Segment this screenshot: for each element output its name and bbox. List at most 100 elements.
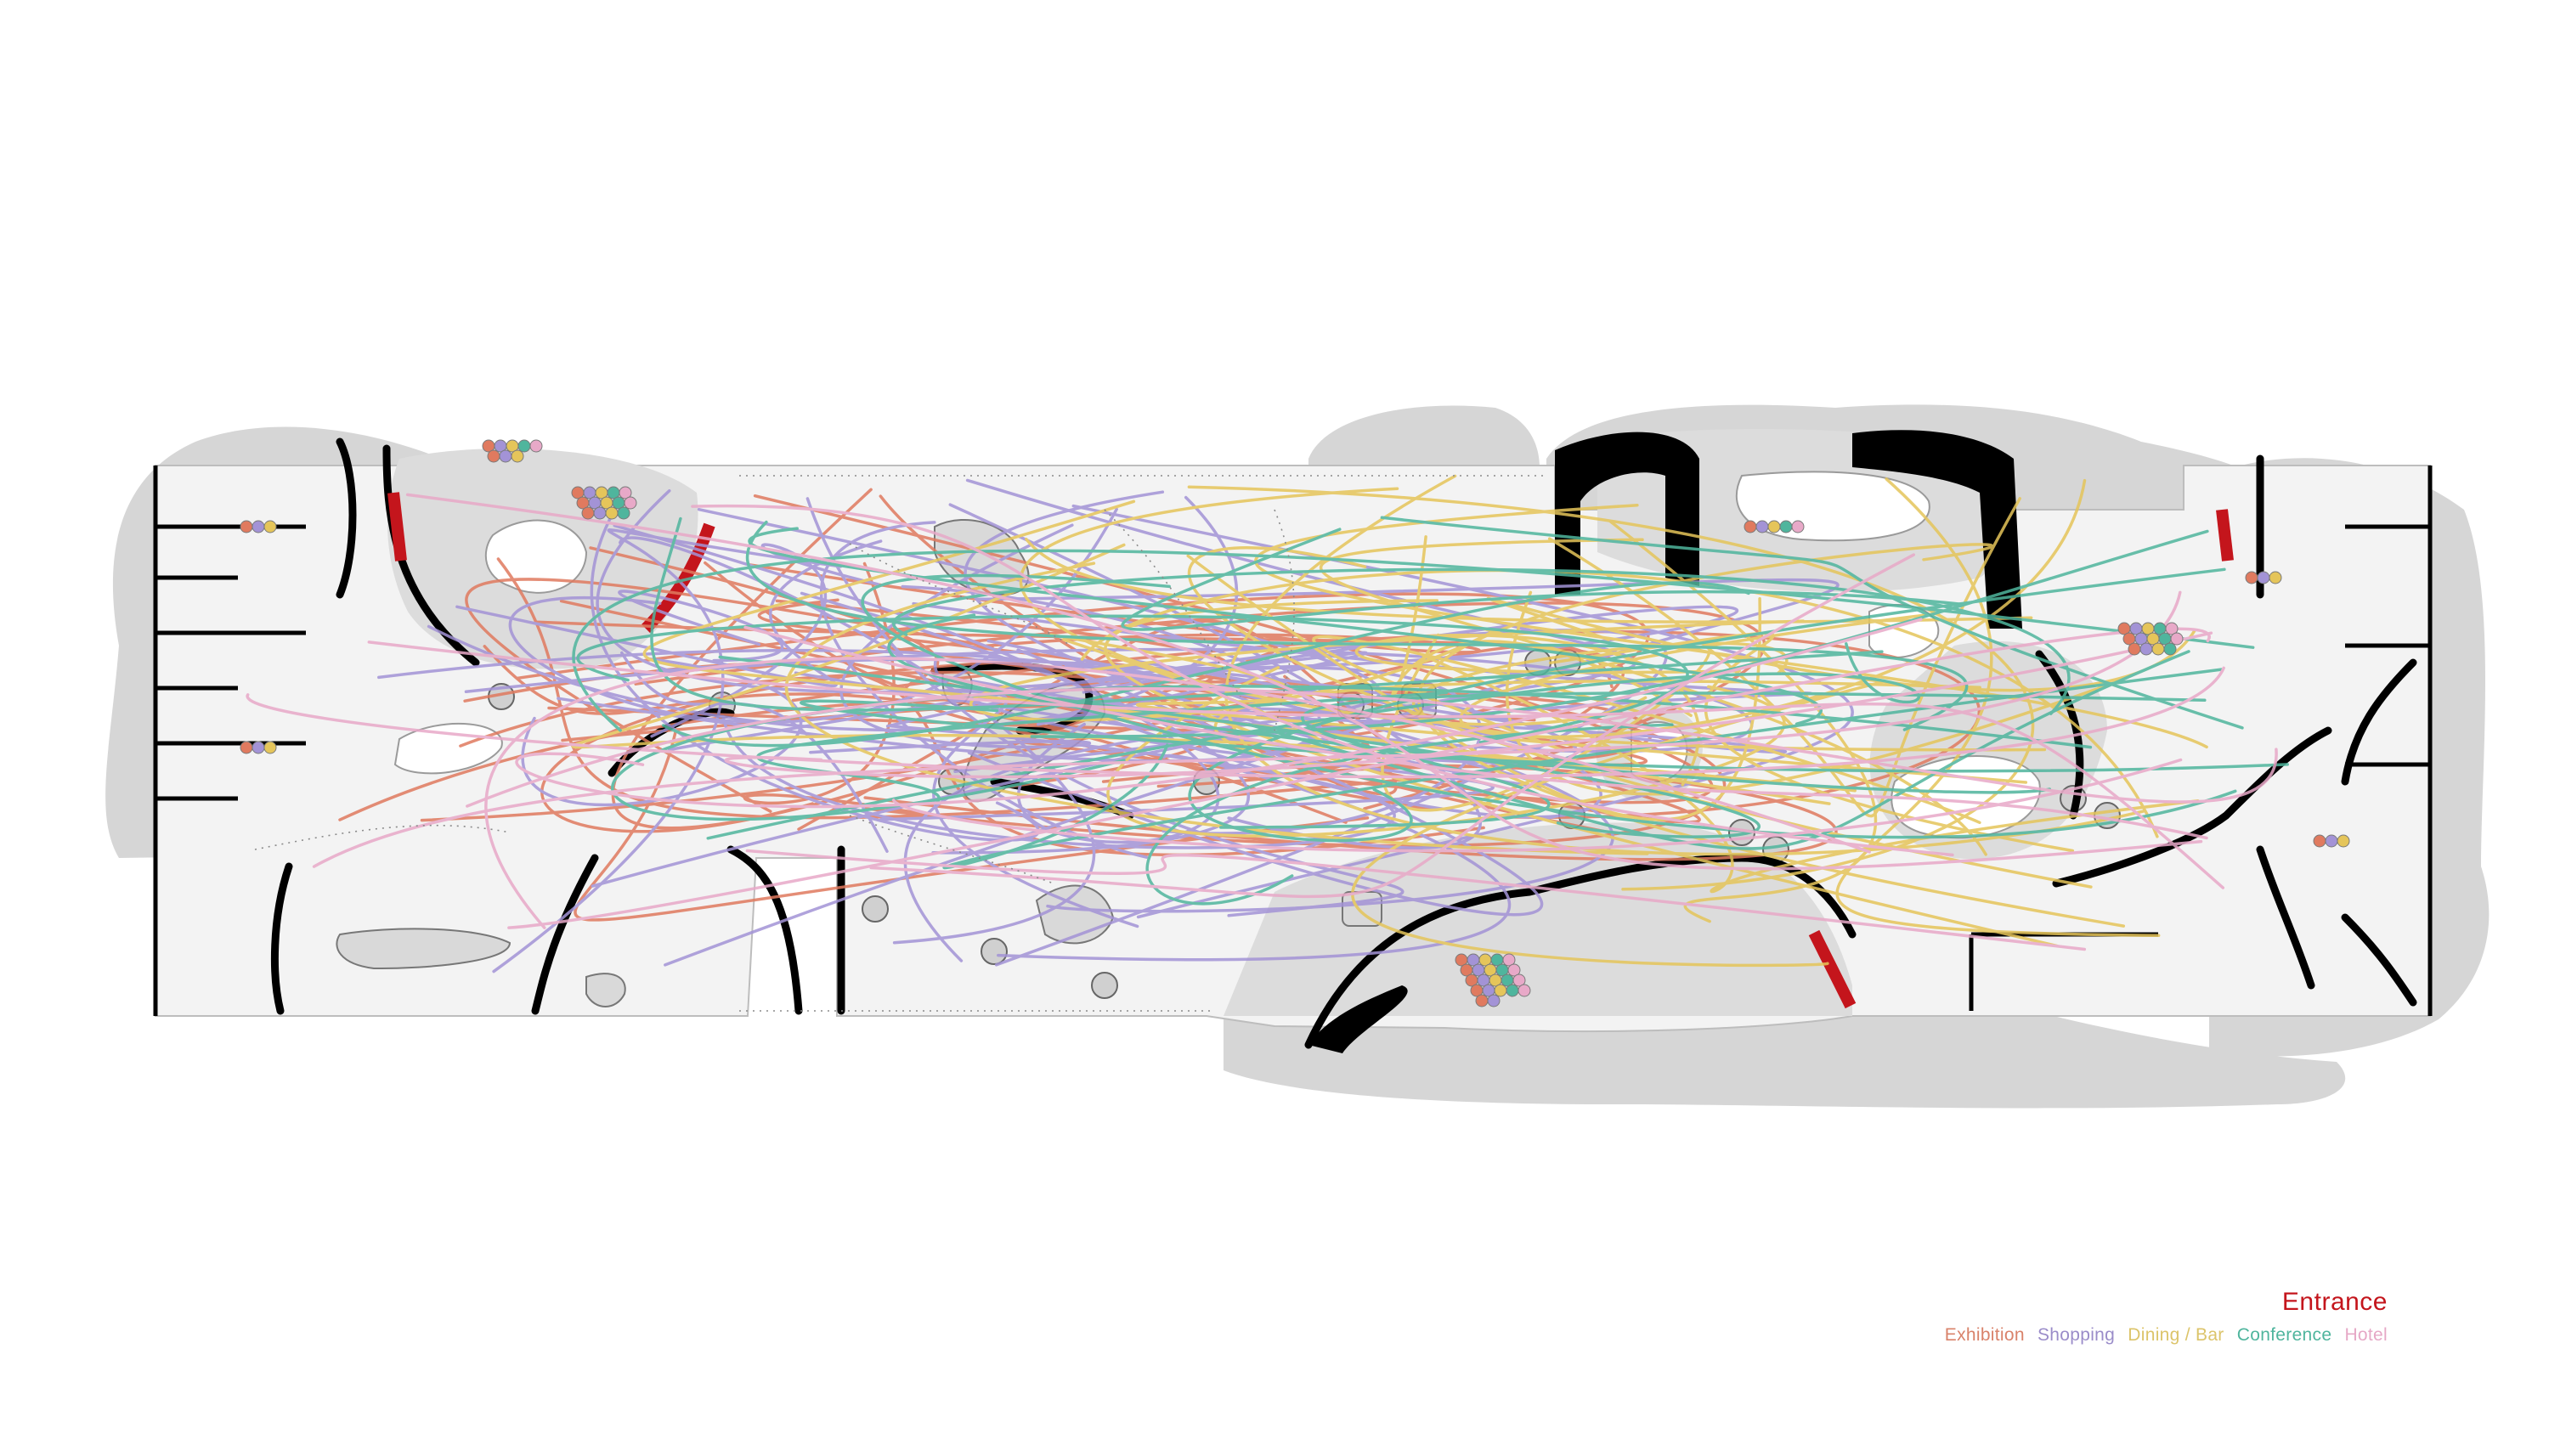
agent-sphere [263, 741, 277, 754]
flow-path-shopping [455, 539, 883, 688]
flow-path-hotel [405, 493, 2203, 871]
column [862, 895, 889, 923]
flow-path-shopping [508, 507, 1118, 724]
flow-path-hotel [312, 590, 2182, 868]
column [981, 938, 1008, 965]
column [1091, 972, 1118, 999]
agent-sphere [240, 741, 253, 754]
flow-path-dining-bar [1106, 666, 1786, 838]
agent-sphere [619, 486, 632, 499]
flow-path-hotel [745, 849, 2087, 951]
agent-sphere [1507, 963, 1521, 977]
flow-path-hotel [515, 618, 1923, 809]
agent-sphere [617, 506, 630, 520]
agent-sphere [487, 449, 500, 463]
agent-sphere [605, 506, 619, 520]
contour-guides [254, 475, 1546, 1012]
agent-sphere [1512, 973, 1526, 987]
flow-path-dining-bar [1254, 503, 2208, 749]
flow-path-hotel [484, 657, 1871, 929]
agent-sphere [624, 496, 637, 510]
flow-path-conference [800, 699, 2289, 773]
agent-sphere [2325, 834, 2338, 848]
legend-item-dining-bar: Dining / Bar [2128, 1325, 2224, 1345]
flow-path-shopping [819, 521, 1149, 859]
agent-sphere [1767, 520, 1781, 533]
agent-sphere [1487, 994, 1501, 1007]
agent-sphere [2170, 632, 2184, 646]
flow-path-conference [706, 642, 1921, 840]
flow-path-conference [1380, 516, 2244, 730]
agent-sphere [1518, 984, 1531, 997]
agent-sphere [581, 506, 595, 520]
agent-sphere [240, 520, 253, 533]
flow-path-hotel [724, 631, 2213, 779]
agent-sphere [1502, 953, 1516, 967]
flow-path-conference [1188, 567, 2226, 843]
flow-path-conference [861, 573, 2237, 839]
agent-sphere [2128, 642, 2141, 656]
agent-sphere [1755, 520, 1769, 533]
agent-sphere [2269, 571, 2282, 584]
flow-path-dining-bar [1312, 635, 1981, 825]
legend-item-exhibition: Exhibition [1944, 1325, 2025, 1345]
flow-path-dining-bar [1019, 487, 1648, 726]
agent-sphere [1744, 520, 1757, 533]
legend-item-conference: Conference [2236, 1325, 2332, 1345]
agent-sphere [252, 741, 265, 754]
agent-clusters [240, 439, 2350, 1007]
entrance-south [1808, 929, 1857, 1009]
flow-path-shopping [885, 666, 1482, 835]
agent-sphere [499, 449, 512, 463]
flow-path-exhibition [547, 706, 1536, 734]
flow-path-conference [661, 581, 1750, 748]
agent-sphere [511, 449, 524, 463]
flow-path-conference [1145, 723, 1674, 906]
agent-sphere [529, 439, 543, 453]
flow-path-conference [1030, 529, 2209, 738]
agent-sphere [517, 439, 531, 453]
flow-path-conference [576, 614, 1689, 744]
legend-title: Entrance [2281, 1288, 2388, 1316]
agent-sphere [1791, 520, 1805, 533]
agent-sphere [252, 520, 265, 533]
entrance-west [387, 492, 407, 562]
flow-path-shopping [596, 488, 1368, 726]
flow-path-exhibition [611, 488, 1275, 830]
flow-path-conference [650, 516, 1884, 712]
agent-sphere [593, 506, 607, 520]
entrance-east [2216, 509, 2234, 562]
flow-path-exhibition [757, 598, 1574, 752]
flow-path-dining-bar [1351, 680, 1885, 968]
legend-item-hotel: Hotel [2344, 1325, 2388, 1345]
flow-path-shopping [879, 657, 1495, 821]
flow-path-dining-bar [1025, 537, 2033, 624]
flow-path-hotel [367, 641, 2225, 889]
flow-path-conference [718, 655, 1761, 838]
circulation-flows [246, 474, 2289, 973]
flow-path-conference [745, 520, 1969, 731]
agent-sphere [1779, 520, 1793, 533]
agent-sphere [2313, 834, 2326, 848]
agent-sphere [2139, 642, 2153, 656]
agent-sphere [2245, 571, 2258, 584]
agent-sphere [2337, 834, 2350, 848]
agent-sphere [1494, 984, 1507, 997]
flow-path-conference [755, 691, 1448, 805]
legend-items: Exhibition Shopping Dining / Bar Confere… [1937, 1325, 2388, 1346]
agent-sphere [2151, 642, 2165, 656]
agent-sphere [263, 520, 277, 533]
flow-path-shopping [557, 584, 1322, 763]
legend: Entrance Exhibition Shopping Dining / Ba… [1937, 1288, 2388, 1346]
flow-path-exhibition [465, 578, 994, 813]
flow-path-dining-bar [1835, 477, 2161, 937]
flow-path-exhibition [496, 557, 1413, 820]
flow-path-hotel [246, 666, 2225, 779]
flow-path-shopping [967, 648, 1544, 917]
agent-sphere [1506, 984, 1519, 997]
heavy-walls [1308, 430, 2022, 1053]
agent-sphere [2165, 622, 2179, 635]
flow-path-hotel [466, 687, 2278, 808]
flow-path-hotel [691, 504, 1954, 857]
